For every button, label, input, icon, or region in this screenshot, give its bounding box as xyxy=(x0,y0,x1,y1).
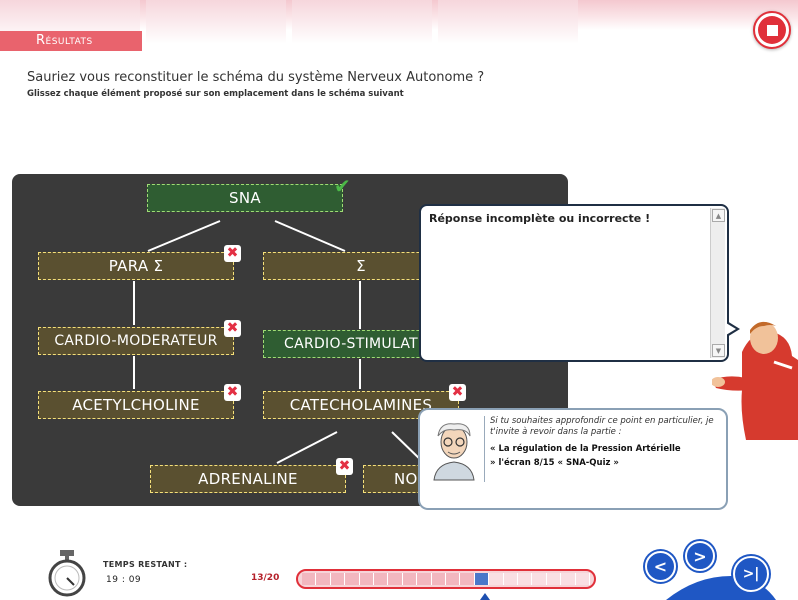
professor-avatar xyxy=(433,423,475,481)
correct-check-icon: ✔ xyxy=(334,174,351,198)
wrong-cross-icon: ✖ xyxy=(224,245,241,262)
stop-icon xyxy=(758,16,786,44)
progress-segment[interactable] xyxy=(474,573,490,585)
node-sna[interactable]: SNA xyxy=(147,184,343,212)
advice-link-screen[interactable]: » l'écran 8/15 « SNA-Quiz » xyxy=(490,458,619,468)
progress-segment[interactable] xyxy=(345,573,360,585)
progress-segment[interactable] xyxy=(561,573,576,585)
progress-segment[interactable] xyxy=(431,573,446,585)
node-cardio-moderateur[interactable]: CARDIO-MODERATEUR xyxy=(38,327,234,355)
node-adrenaline[interactable]: ADRENALINE xyxy=(150,465,346,493)
progress-segment[interactable] xyxy=(503,573,518,585)
timer-label: TEMPS RESTANT : xyxy=(103,560,188,569)
wrong-cross-icon: ✖ xyxy=(449,384,466,401)
progress-segment[interactable] xyxy=(330,573,346,585)
scroll-up-icon[interactable]: ▲ xyxy=(712,209,725,222)
progress-segment[interactable] xyxy=(302,573,317,585)
question-instruction: Glissez chaque élément proposé sur son e… xyxy=(27,89,404,99)
next-button[interactable]: > xyxy=(685,541,715,571)
question-title: Sauriez vous reconstituer le schéma du s… xyxy=(27,70,485,85)
wrong-cross-icon: ✖ xyxy=(336,458,353,475)
question-counter: 13/20 xyxy=(251,573,280,583)
node-acetylcholine[interactable]: ACETYLCHOLINE xyxy=(38,391,234,419)
progress-segment[interactable] xyxy=(374,573,389,585)
progress-marker-icon xyxy=(480,593,490,600)
advice-link-chapter[interactable]: « La régulation de la Pression Artériell… xyxy=(490,444,681,454)
stopwatch-icon xyxy=(48,550,86,597)
feedback-popup: Réponse incomplète ou incorrecte ! ▲ ▼ xyxy=(419,204,740,362)
advice-panel: Si tu souhaites approfondir ce point en … xyxy=(418,408,728,510)
progress-segment[interactable] xyxy=(460,573,475,585)
feedback-message: Réponse incomplète ou incorrecte ! xyxy=(429,212,651,225)
progress-segment[interactable] xyxy=(518,573,533,585)
wrong-cross-icon: ✖ xyxy=(224,384,241,401)
progress-segment[interactable] xyxy=(489,573,504,585)
scroll-down-icon[interactable]: ▼ xyxy=(712,344,725,357)
guide-character-illustration xyxy=(712,321,798,440)
progress-segment[interactable] xyxy=(575,573,590,585)
advice-intro: Si tu souhaites approfondir ce point en … xyxy=(490,416,714,437)
last-button[interactable]: >| xyxy=(733,556,769,592)
progress-segment[interactable] xyxy=(532,573,547,585)
progress-segment[interactable] xyxy=(402,573,418,585)
header-band xyxy=(0,0,798,44)
node-para[interactable]: PARA Σ xyxy=(38,252,234,280)
progress-bar xyxy=(296,569,596,589)
progress-segment[interactable] xyxy=(446,573,461,585)
feedback-scrollbar[interactable]: ▲ ▼ xyxy=(710,208,725,358)
progress-segment[interactable] xyxy=(359,573,374,585)
diagram-connectors xyxy=(133,220,425,464)
stop-button[interactable] xyxy=(753,11,791,49)
navigation-cluster: < > >| xyxy=(636,536,798,600)
progress-segment[interactable] xyxy=(546,573,562,585)
progress-segment[interactable] xyxy=(417,573,432,585)
timer-value: 19 : 09 xyxy=(106,575,142,585)
previous-button[interactable]: < xyxy=(645,551,676,582)
progress-segment[interactable] xyxy=(316,573,331,585)
progress-segment[interactable] xyxy=(388,573,403,585)
section-tab: Résultats xyxy=(0,31,142,51)
wrong-cross-icon: ✖ xyxy=(224,320,241,337)
